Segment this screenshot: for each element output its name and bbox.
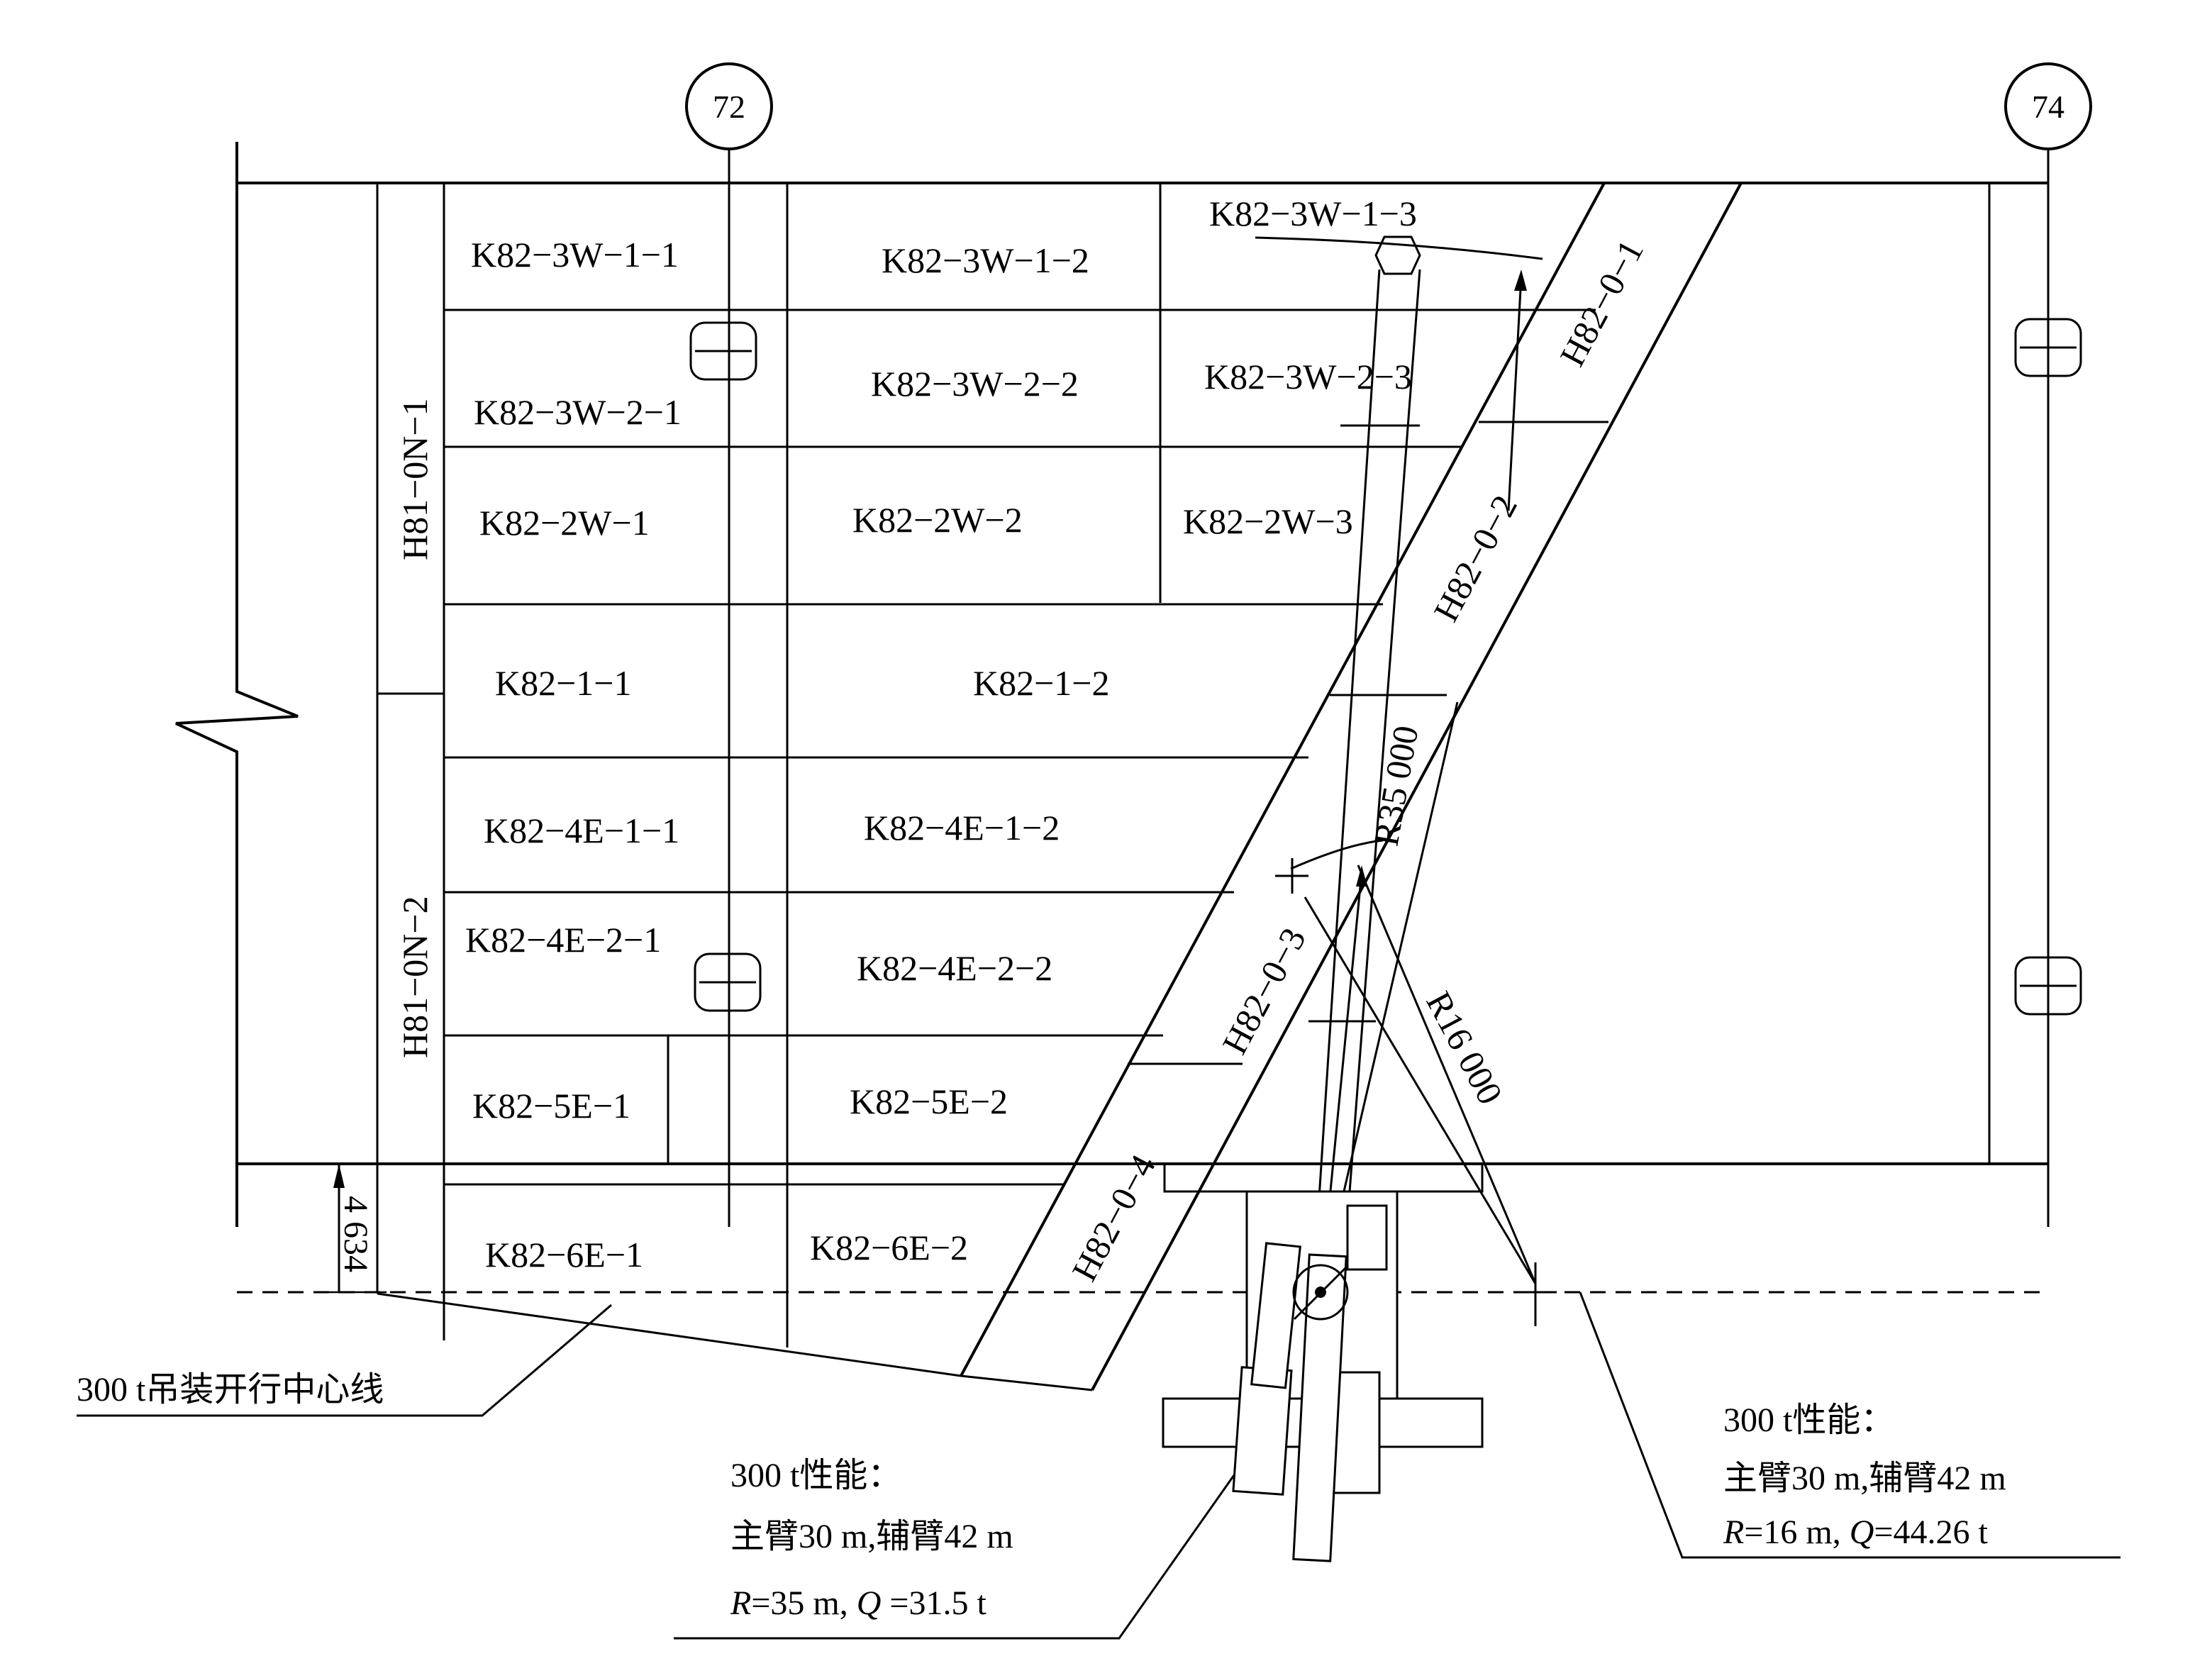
block-k82-5e-2: K82−5E−2 <box>850 1082 1008 1121</box>
block-k82-1-2: K82−1−2 <box>973 663 1110 703</box>
offset-dimension <box>326 1164 387 1294</box>
block-k82-2w-2: K82−2W−2 <box>852 500 1023 540</box>
column-marker-72-lower <box>694 952 762 1012</box>
block-k82-5e-1: K82−5E−1 <box>472 1086 630 1126</box>
crane-300t <box>1162 1190 1484 1562</box>
strip-h82-0-4: H82−0−4 <box>1064 1148 1163 1287</box>
block-k82-3w-1-3: K82−3W−1−3 <box>1209 194 1417 233</box>
block-k82-3w-1-1: K82−3W−1−1 <box>471 235 679 274</box>
centerline-callout: 300 t吊装开行中心线 <box>77 1304 612 1417</box>
block-k82-3w-1-2: K82−3W−1−2 <box>882 240 1089 280</box>
strip-h82-0-2: H82−0−2 <box>1425 489 1525 628</box>
block-k82-6e-1: K82−6E−1 <box>485 1235 643 1274</box>
axis-72: 72 <box>685 62 773 1227</box>
note-left-q-value: =31.5 t <box>881 1584 986 1622</box>
axis-74: 74 <box>2004 62 2092 1227</box>
block-k82-3w-2-3: K82−3W−2−3 <box>1204 357 1412 396</box>
note-left-q-symbol: Q <box>857 1584 882 1622</box>
note-right-title: 300 t性能： <box>1723 1401 1894 1439</box>
note-right-r-symbol: R <box>1723 1513 1744 1551</box>
h81-strip <box>376 183 445 1340</box>
axis-74-label: 74 <box>2032 89 2064 125</box>
block-k82-4e-1-1: K82−4E−1−1 <box>484 811 679 850</box>
offset-dimension-label: 4 634 <box>337 1196 374 1272</box>
column-marker-74-lower <box>2014 956 2082 1016</box>
note-right-boom: 主臂30 m,辅臂42 m <box>1723 1460 2006 1497</box>
radius-r16000-label: R16 000 <box>1418 985 1511 1111</box>
block-k82-2w-1: K82−2W−1 <box>479 503 650 543</box>
strip-h81-0n-1: H81−0N−1 <box>395 398 435 560</box>
block-k82-6e-2: K82−6E−2 <box>810 1228 968 1267</box>
note-left-r-value: =35 m, <box>751 1584 856 1622</box>
strip-h81-0n-2: H81−0N−2 <box>395 896 435 1058</box>
note-right-q-value: =44.26 t <box>1874 1513 1988 1551</box>
note-right-r-value: =16 m, <box>1744 1513 1849 1551</box>
note-left-r-symbol: R <box>730 1584 751 1622</box>
block-k82-4e-2-1: K82−4E−2−1 <box>465 920 661 960</box>
crane-note-left: 300 t性能： 主臂30 m,辅臂42 m R=35 m, Q =31.5 t <box>674 1457 1235 1640</box>
block-k82-4e-2-2: K82−4E−2−2 <box>857 948 1052 988</box>
column-markers <box>689 318 2082 1016</box>
note-left-boom: 主臂30 m,辅臂42 m <box>730 1518 1013 1555</box>
note-left-params: R=35 m, Q =31.5 t <box>730 1584 986 1622</box>
block-k82-1-1: K82−1−1 <box>495 663 632 703</box>
building-outline <box>175 142 2048 1227</box>
h82-diagonal-strip <box>960 182 1743 1391</box>
note-right-q-symbol: Q <box>1850 1513 1874 1551</box>
block-grid <box>444 183 1608 1348</box>
block-k82-4e-1-2: K82−4E−1−2 <box>864 808 1060 848</box>
block-k82-3w-2-2: K82−3W−2−2 <box>871 364 1079 404</box>
axis-72-label: 72 <box>713 89 745 125</box>
break-symbol <box>175 681 299 762</box>
block-k82-3w-2-1: K82−3W−2−1 <box>474 392 682 432</box>
boom-head <box>1374 235 1421 275</box>
note-left-title: 300 t性能： <box>730 1457 901 1494</box>
strip-h82-0-3: H82−0−3 <box>1214 921 1313 1060</box>
column-marker-72-upper <box>689 321 757 381</box>
note-right-params: R=16 m, Q=44.26 t <box>1723 1513 1988 1551</box>
crane-note-right: 300 t性能： 主臂30 m,辅臂42 m R=16 m, Q=44.26 t <box>1579 1291 2121 1559</box>
centerline-label: 300 t吊装开行中心线 <box>77 1371 384 1408</box>
block-k82-2w-3: K82−2W−3 <box>1183 501 1353 541</box>
column-marker-74-upper <box>2014 318 2082 377</box>
block-labels: K82−3W−1−1 K82−3W−1−2 K82−3W−1−3 K82−3W−… <box>465 194 1417 1274</box>
